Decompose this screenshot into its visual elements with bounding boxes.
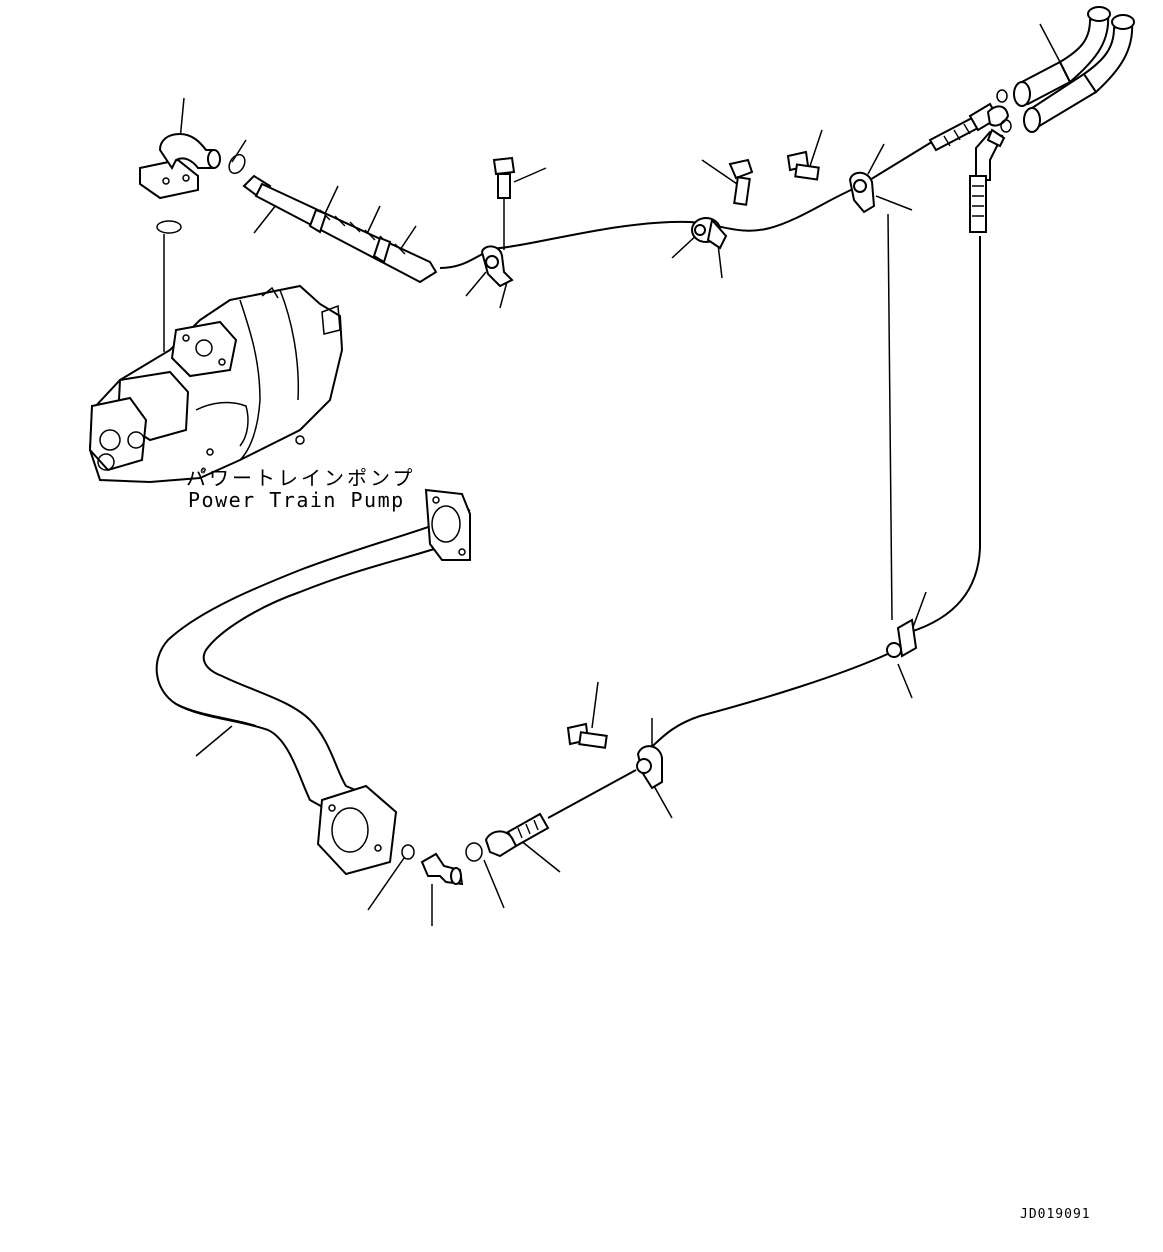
leader-bolt-1 [513, 167, 547, 183]
drawing-code: JD019091 [1020, 1207, 1091, 1222]
bolt-4 [566, 722, 608, 749]
leader-bolt-3 [809, 129, 823, 167]
pump-label-english: Power Train Pump [188, 488, 405, 512]
leader-clamp-3a [867, 143, 885, 175]
clamp-4 [886, 618, 918, 658]
leader-bolt-4 [591, 681, 599, 729]
oring-top [228, 153, 246, 175]
leader-pipe [195, 725, 233, 757]
leader-clamp-4b [897, 663, 913, 699]
leader-top-tube [1039, 23, 1061, 63]
clamp-1 [480, 245, 514, 288]
leader-hose-sleeve-2 [365, 205, 381, 237]
leader-clamp-1a [465, 271, 487, 297]
right-vertical-hose [909, 236, 981, 633]
leader-oring-top [231, 139, 247, 163]
bolt-3 [786, 150, 820, 181]
lower-hose-end [465, 812, 550, 862]
pump-label-japanese: パ゚ワートレインポンプ [186, 466, 416, 490]
lower-hose-segment [547, 769, 637, 819]
leader-clamp-3b [875, 195, 913, 211]
lower-hose-line [645, 651, 893, 753]
leader-oring-bottom-2 [483, 859, 505, 909]
clamp-3 [848, 171, 876, 214]
upper-hose-assembly [242, 174, 438, 284]
leader-elbow-flange [179, 97, 185, 141]
guide-line [887, 213, 893, 621]
leader-clamp-5b [653, 785, 673, 819]
elbow-flange-top [139, 132, 221, 200]
oring-bottom [401, 844, 415, 860]
bolt-1 [492, 156, 516, 250]
large-pipe [155, 488, 471, 876]
leader-lines [179, 23, 1061, 926]
leader-clamp-4a [911, 591, 927, 631]
leader-hose-end [519, 839, 561, 873]
leader-clamp-2b [717, 243, 723, 279]
bolt-2 [728, 158, 754, 206]
clamp-2 [691, 217, 728, 250]
upper-right-fittings [928, 6, 1135, 233]
elbow-bottom [420, 852, 464, 886]
leader-oring-bottom [367, 857, 405, 911]
leader-bolt-2 [701, 159, 741, 187]
clamp-5 [636, 745, 663, 790]
oring-pump [156, 220, 182, 234]
power-train-pump [88, 284, 344, 484]
